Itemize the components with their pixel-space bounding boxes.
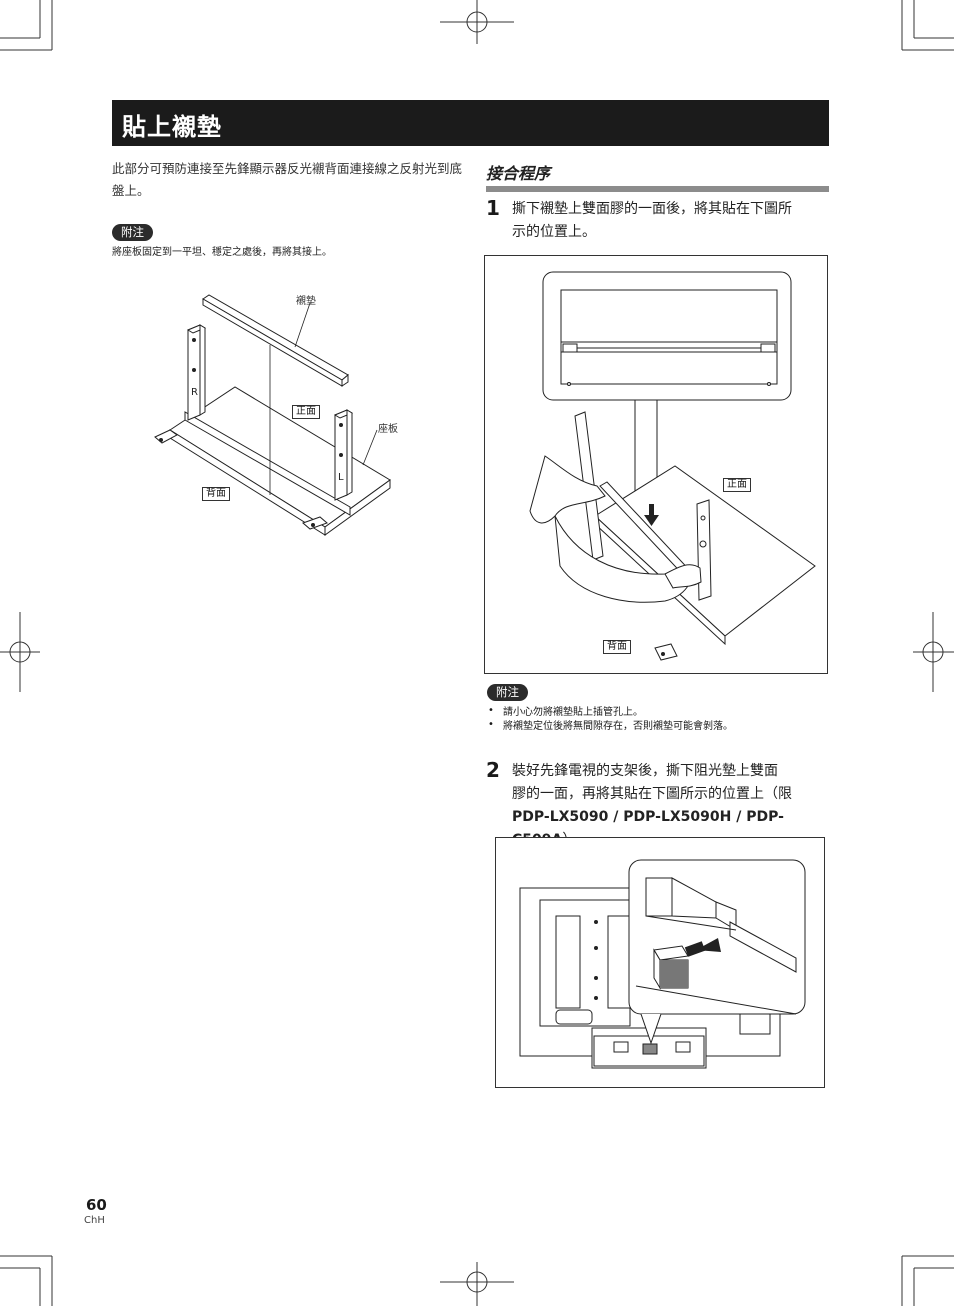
right-note-badge: 附注 [487, 684, 528, 701]
label-front: 正面 [292, 405, 320, 419]
step2-line2: 膠的一面，再將其貼在下圖所示的位置上（限 [512, 786, 792, 802]
step2-number: 2 [486, 758, 500, 782]
bullet-mark-1: • [488, 705, 494, 716]
note-badge: 附注 [112, 224, 153, 241]
step1-line1: 撕下襯墊上雙面膠的一面後，將其貼在下圖所 [512, 201, 792, 217]
fig1-label-back: 背面 [603, 640, 631, 654]
title-bar: 貼上襯墊 [112, 100, 829, 146]
intro-paragraph: 此部分可預防連接至先鋒顯示器反光襯背面連接線之反射光到底盤上。 [112, 161, 463, 198]
step1-text: 撕下襯墊上雙面膠的一面後，將其貼在下圖所 示的位置上。 [512, 198, 832, 244]
fig1-label-front: 正面 [723, 478, 751, 492]
label-back: 背面 [202, 487, 230, 501]
section-title: 接合程序 [486, 164, 551, 183]
bullet-mark-2: • [488, 719, 494, 730]
stand-pad-illustration: R L [154, 294, 391, 536]
label-base: 座板 [378, 424, 398, 435]
step2-text: 裝好先鋒電視的支架後，撕下阻光墊上雙面 膠的一面，再將其貼在下圖所示的位置上（限… [512, 760, 842, 852]
figure2-frame [495, 837, 825, 1088]
page-title: 貼上襯墊 [122, 113, 222, 141]
figure2-illustration [519, 859, 806, 1069]
note-text: 將座板固定到一平坦、穩定之處後，再將其接上。 [112, 247, 332, 258]
step2-line1: 裝好先鋒電視的支架後，撕下阻光墊上雙面 [512, 763, 778, 779]
step1-number: 1 [486, 196, 500, 220]
section-heading: 接合程序 [486, 160, 829, 192]
note-bullet-2: 將襯墊定位後將無間隙存在，否則襯墊可能會剝落。 [503, 721, 733, 732]
svg-text:R: R [191, 387, 198, 398]
svg-text:L: L [338, 472, 344, 483]
step1-line2: 示的位置上。 [512, 224, 596, 240]
figure1-illustration [529, 271, 816, 661]
figure1-frame: 正面 背面 [484, 255, 828, 674]
page-number: 60 [86, 1196, 107, 1214]
section-rule [486, 186, 829, 192]
label-pad: 襯墊 [296, 296, 316, 307]
note-bullet-1: 請小心勿將襯墊貼上插管孔上。 [503, 707, 643, 718]
lang-code: ChH [84, 1215, 105, 1226]
